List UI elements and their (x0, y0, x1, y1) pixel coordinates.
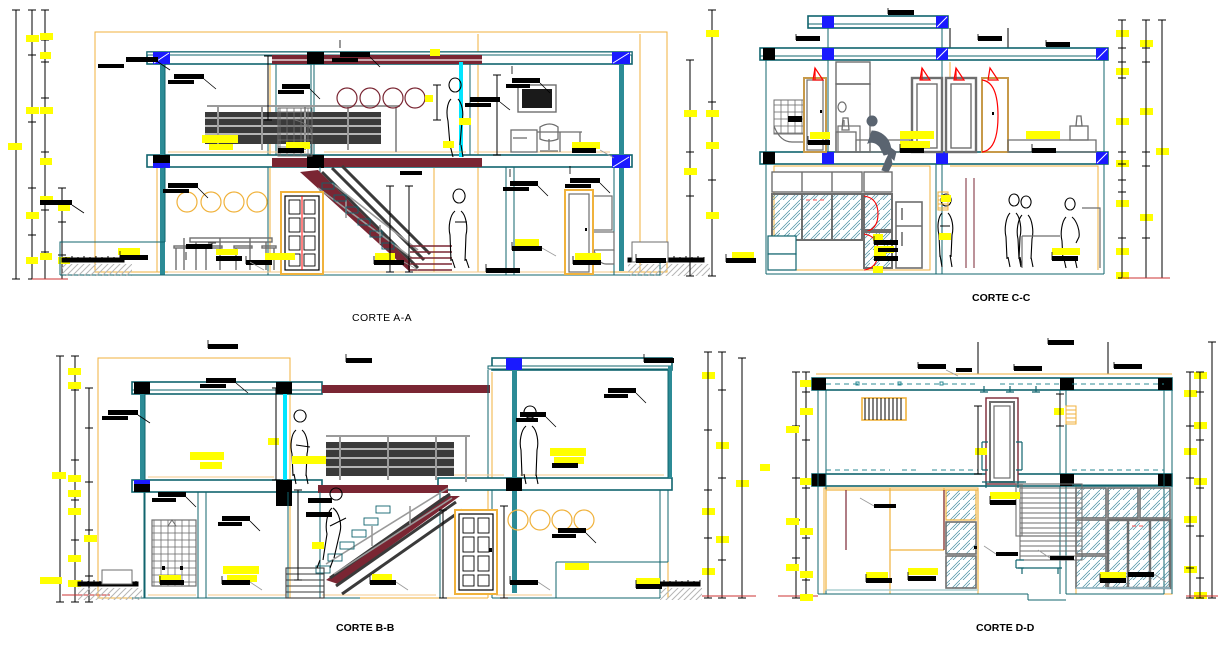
hidden-line-ticks (855, 381, 944, 386)
vertical-pipe (965, 178, 975, 268)
ceiling-light-circles (176, 191, 268, 213)
section-corte-d-d (760, 330, 1220, 652)
stair-soffit-bands (272, 55, 482, 167)
beam-nodes (763, 16, 1108, 164)
beam-nodes (812, 378, 1172, 486)
section-corte-a-a (0, 0, 760, 330)
human-figure (937, 193, 954, 268)
ceiling-fixtures (980, 386, 1040, 393)
leader-annotations (866, 340, 1154, 583)
mid-slab (131, 477, 673, 493)
window-wall-lower (767, 171, 893, 271)
step-markers (321, 182, 395, 250)
lamp-left (835, 117, 857, 153)
section-corte-c-c (759, 0, 1220, 330)
office-desk (510, 123, 582, 153)
section-title-d-d: CORTE D-D (976, 622, 1035, 634)
counter-lower (1021, 207, 1101, 268)
human-figure-on-stairs (316, 487, 347, 569)
wall-cabinet (835, 61, 871, 153)
highlighted-text-labels (118, 49, 754, 260)
columns (160, 60, 624, 275)
section-corte-b-b (0, 330, 760, 652)
panelled-door (454, 509, 498, 595)
interior-dimension-ticks (264, 55, 501, 273)
double-doors-center (910, 66, 978, 154)
section-title-c-c: CORTE C-C (972, 292, 1031, 304)
leader-annotations (102, 344, 674, 589)
staircase (1015, 481, 1083, 574)
staircase-lower-run (285, 487, 463, 599)
section-title-b-b: CORTE B-B (336, 622, 395, 634)
hidden-lines (826, 383, 1164, 471)
leader-annotations (40, 40, 756, 273)
human-figure-right (519, 405, 539, 485)
dimension-value-tags (8, 33, 70, 264)
section-title-a-a: CORTE A-A (352, 312, 413, 324)
roof-slab (131, 381, 323, 395)
upper-slab-right (487, 357, 673, 371)
louvred-vent-panel (861, 397, 907, 421)
counter-and-lamp (1007, 115, 1097, 153)
ceiling-light-circles-upper (336, 87, 426, 109)
bottom-steps (410, 245, 452, 271)
human-figure-pair (1004, 193, 1034, 268)
dimension-strings-right (702, 351, 756, 599)
beam-nodes (153, 52, 630, 168)
door-with-swing-right (981, 66, 1009, 153)
door-with-swing-left (803, 66, 827, 153)
upper-slab (759, 47, 1109, 61)
door-in-frame (981, 397, 1026, 488)
human-figure (290, 409, 311, 485)
riser-marker (1065, 405, 1077, 425)
mid-slab (759, 151, 1109, 165)
interior-dimension-ticks (974, 393, 1064, 475)
floor-finish-lines (148, 474, 664, 596)
glass-door-panels (945, 489, 977, 589)
panelled-door (280, 191, 324, 275)
ground-hatch-right (659, 580, 702, 600)
staircase-upper-run (326, 435, 470, 482)
walls (132, 370, 669, 599)
dimension-strings-right (1186, 341, 1218, 599)
stair-soffit-bands (318, 385, 490, 493)
human-figure (1060, 197, 1080, 269)
framed-wall-picture (517, 84, 557, 113)
roof-box (977, 342, 1109, 375)
columns (140, 366, 672, 593)
leader-annotations (796, 10, 1078, 261)
human-figure (446, 77, 464, 158)
human-figure (448, 188, 470, 269)
interior-dimension-ticks (272, 387, 508, 599)
ground-hatch-left (61, 256, 132, 276)
dimension-strings-right (1118, 19, 1166, 279)
refrigerator (895, 201, 923, 269)
ground-hatch-left (77, 569, 142, 600)
bottom-steps (285, 567, 325, 599)
ceiling-light-circles (507, 509, 595, 531)
